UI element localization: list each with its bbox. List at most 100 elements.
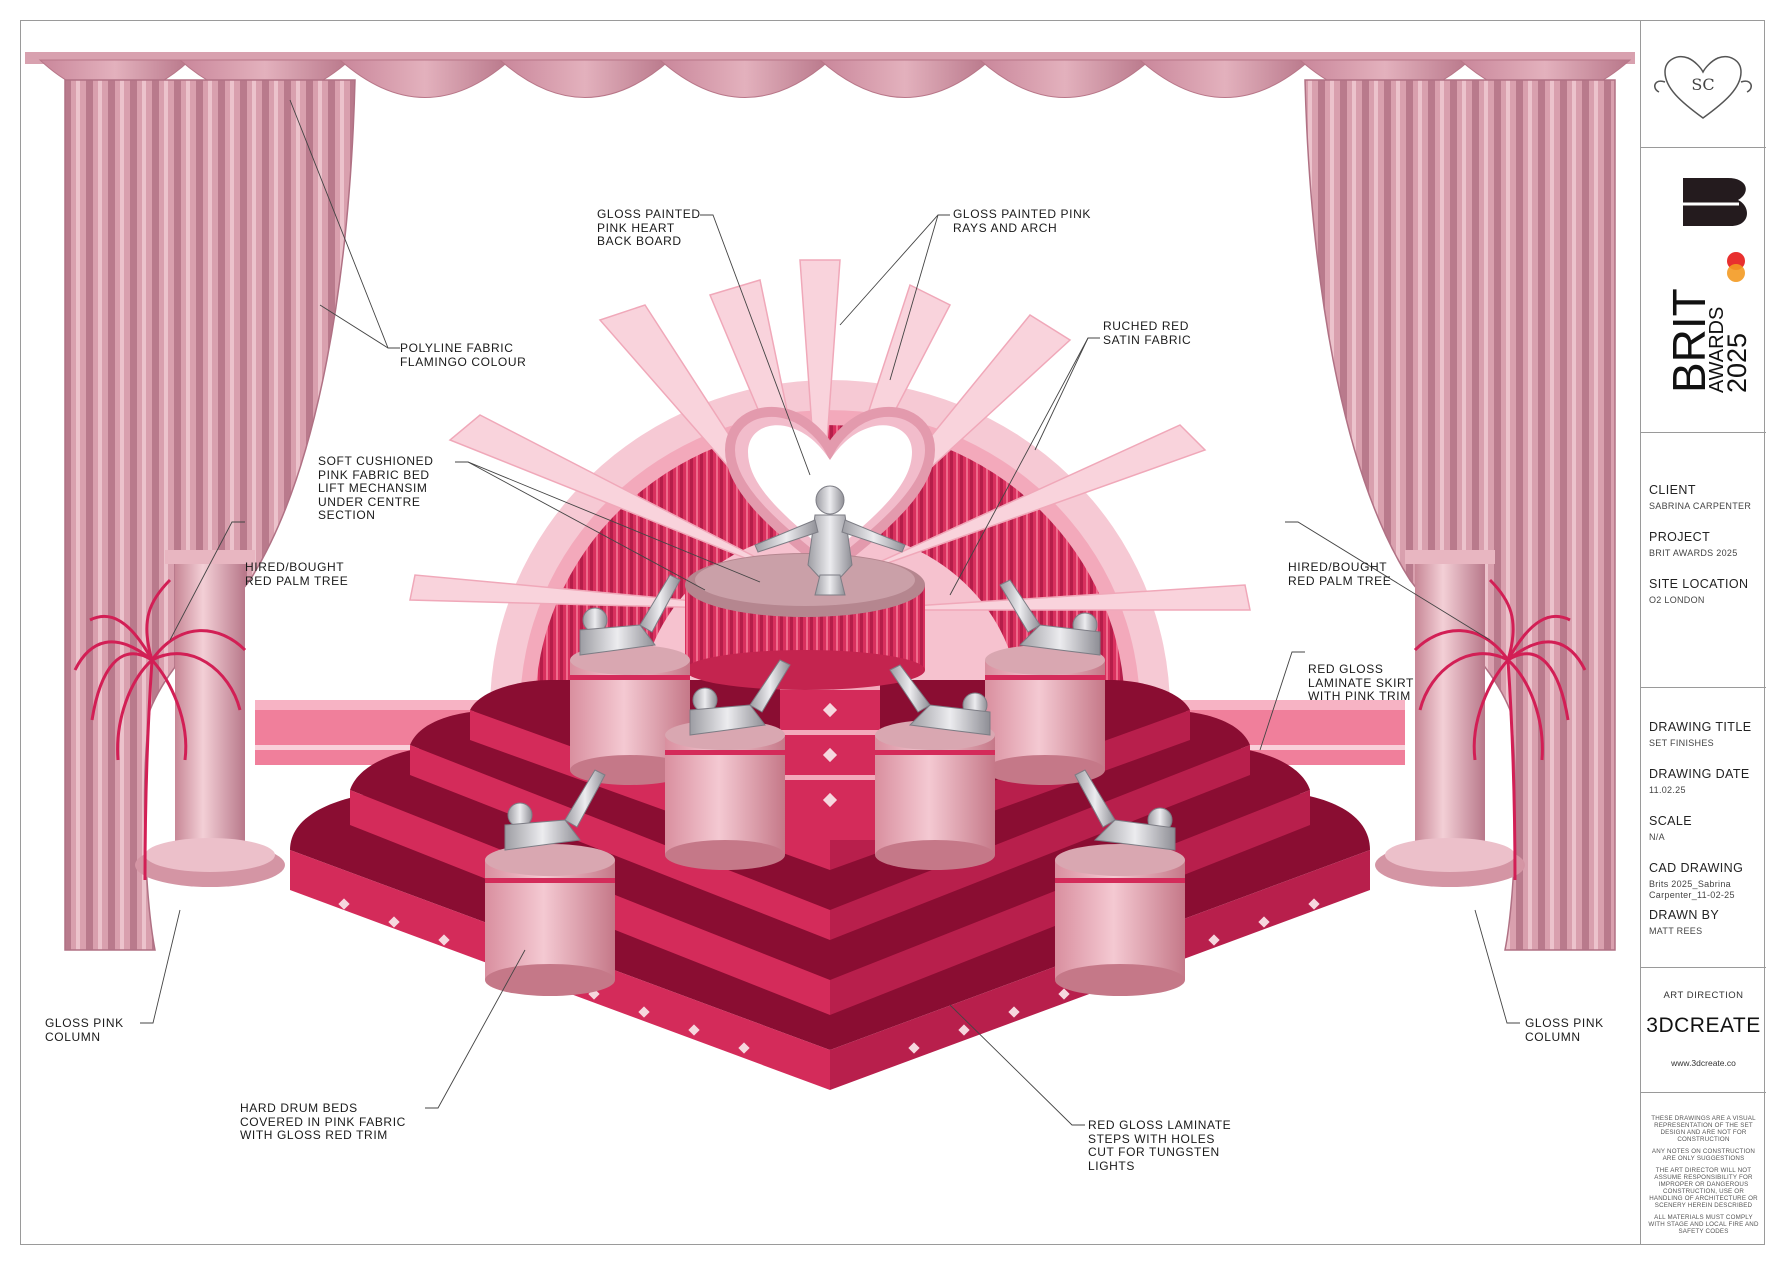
client-value: SABRINA CARPENTER: [1649, 501, 1752, 511]
note-line: LIGHTS: [1088, 1158, 1135, 1173]
drum-bed: [665, 720, 785, 870]
project-label: PROJECT: [1649, 530, 1711, 544]
drawing-date-label: DRAWING DATE: [1649, 767, 1750, 781]
note-line: WITH GLOSS RED TRIM: [240, 1128, 388, 1142]
note-line: GLOSS PAINTED PINK: [953, 207, 1091, 221]
left-column: [135, 550, 285, 887]
drawing-date-value: 11.02.25: [1649, 785, 1686, 795]
disclaimer-paragraph: THE ART DIRECTOR WILL NOT ASSUME RESPONS…: [1649, 1167, 1758, 1209]
drawing-sheet-border: [20, 20, 1765, 1245]
company-logo-text: 3DCREATE: [1646, 1014, 1761, 1037]
note-line: UNDER CENTRE: [318, 494, 421, 509]
disclaimer-paragraph: ALL MATERIALS MUST COMPLY WITH STAGE AND…: [1648, 1214, 1759, 1235]
art-direction-label: ART DIRECTION: [1663, 990, 1744, 1001]
leader-lines: [140, 99, 1520, 1126]
reclining-figure: [689, 659, 791, 736]
note-column-left: GLOSS PINK COLUMN: [45, 1016, 124, 1044]
note-palm-left: HIRED/BOUGHT RED PALM TREE: [245, 560, 349, 588]
disclaimer: THESE DRAWINGS ARE A VISUAL REPRESENTATI…: [1647, 1115, 1760, 1240]
note-line: PINK FABRIC BED: [318, 467, 430, 482]
svg-text:BRIT: BRIT: [1663, 288, 1715, 393]
right-palm-tree: [1413, 578, 1587, 881]
performer-figures: [504, 485, 1176, 851]
note-cushioned-bed: SOFT CUSHIONED PINK FABRIC BED LIFT MECH…: [318, 454, 434, 523]
reclining-figure: [579, 574, 681, 656]
cad-drawing-value-line: Carpenter_11-02-25: [1649, 890, 1735, 900]
site-location-label: SITE LOCATION: [1649, 577, 1749, 591]
brit-awards-logo: BRIT AWARDS 2025: [1663, 178, 1752, 393]
brit-logo-cell: BRIT AWARDS 2025: [1641, 148, 1766, 433]
note-skirt: RED GLOSS LAMINATE SKIRT WITH PINK TRIM: [1308, 662, 1414, 704]
drum-bed: [1055, 844, 1185, 996]
note-line: RED GLOSS: [1308, 662, 1384, 676]
title-block: SC BRIT AWARDS 2025 CLIENT SABRINA CARPE…: [1640, 20, 1766, 1245]
note-drum-beds: HARD DRUM BEDS COVERED IN PINK FABRIC WI…: [240, 1101, 406, 1143]
note-palm-right: HIRED/BOUGHT RED PALM TREE: [1288, 560, 1392, 588]
svg-text:SC: SC: [1691, 75, 1714, 94]
reclining-figure: [504, 769, 606, 851]
note-line: COLUMN: [45, 1029, 101, 1044]
note-heart-back-board: GLOSS PAINTED PINK HEART BACK BOARD: [597, 207, 701, 249]
disclaimer-paragraph: ANY NOTES ON CONSTRUCTION ARE ONLY SUGGE…: [1651, 1148, 1756, 1162]
note-line: RED PALM TREE: [1288, 573, 1392, 588]
drawn-by-label: DRAWN BY: [1649, 908, 1720, 922]
note-line: GLOSS PINK: [1525, 1016, 1604, 1030]
note-line: HARD DRUM BEDS: [240, 1101, 358, 1115]
scale-label: SCALE: [1649, 814, 1692, 828]
note-ruched-satin: RUCHED RED SATIN FABRIC: [1103, 319, 1192, 347]
note-polyline-fabric: POLYLINE FABRIC FLAMINGO COLOUR: [400, 341, 527, 369]
drawn-by-value: MATT REES: [1649, 926, 1703, 936]
drawing-title-label: DRAWING TITLE: [1649, 720, 1752, 734]
project-value: BRIT AWARDS 2025: [1649, 548, 1738, 558]
note-line: GLOSS PAINTED: [597, 207, 701, 221]
note-line: CUT FOR TUNGSTEN: [1088, 1145, 1220, 1159]
note-line: FLAMINGO COLOUR: [400, 354, 527, 369]
note-line: POLYLINE FABRIC: [400, 341, 514, 355]
note-line: SECTION: [318, 508, 376, 522]
svg-text:AWARDS: AWARDS: [1706, 307, 1728, 393]
note-line: SOFT CUSHIONED: [318, 454, 434, 468]
note-line: RAYS AND ARCH: [953, 220, 1058, 235]
set-drawing: POLYLINE FABRIC FLAMINGO COLOUR GLOSS PA…: [20, 20, 1640, 1245]
cad-drawing-label: CAD DRAWING: [1649, 861, 1744, 875]
note-line: RUCHED RED: [1103, 319, 1190, 333]
note-line: SATIN FABRIC: [1103, 332, 1192, 347]
scale-value: N/A: [1649, 832, 1665, 842]
drum-bed: [985, 645, 1105, 785]
note-line: RED PALM TREE: [245, 573, 349, 588]
note-column-right: GLOSS PINK COLUMN: [1525, 1016, 1604, 1044]
drawing-info-cell: DRAWING TITLE SET FINISHES DRAWING DATE …: [1641, 688, 1766, 968]
drawing-title-value: SET FINISHES: [1649, 738, 1714, 748]
note-line: LIFT MECHANSIM: [318, 481, 428, 495]
right-column: [1375, 550, 1525, 887]
reclining-figure: [999, 579, 1101, 656]
stage-render: [25, 52, 1635, 1126]
drum-bed: [485, 844, 615, 996]
note-line: RED GLOSS LAMINATE: [1088, 1118, 1232, 1132]
svg-text:2025: 2025: [1722, 333, 1752, 393]
note-rays-arch: GLOSS PAINTED PINK RAYS AND ARCH: [953, 207, 1091, 235]
note-steps: RED GLOSS LAMINATE STEPS WITH HOLES CUT …: [1088, 1118, 1232, 1173]
note-line: HIRED/BOUGHT: [245, 560, 345, 574]
reclining-figure: [889, 664, 991, 736]
note-line: COLUMN: [1525, 1029, 1581, 1044]
drum-bed: [875, 720, 995, 870]
project-info-cell: CLIENT SABRINA CARPENTER PROJECT BRIT AW…: [1641, 433, 1766, 688]
cad-drawing-value-line: Brits 2025_Sabrina: [1649, 879, 1731, 889]
left-palm-tree: [73, 578, 247, 881]
disclaimer-paragraph: THESE DRAWINGS ARE A VISUAL REPRESENTATI…: [1651, 1115, 1756, 1143]
centre-cushion-bed: [685, 553, 925, 690]
client-logo-cell: SC: [1641, 20, 1766, 148]
site-location-value: O2 LONDON: [1649, 595, 1705, 605]
company-website: www.3dcreate.co: [1671, 1058, 1736, 1068]
note-line: STEPS WITH HOLES: [1088, 1131, 1215, 1146]
client-label: CLIENT: [1649, 483, 1696, 497]
standing-figure-centre: [754, 485, 906, 596]
reclining-figure: [1074, 769, 1176, 851]
note-line: BACK BOARD: [597, 234, 682, 248]
note-line: HIRED/BOUGHT: [1288, 560, 1388, 574]
sc-heart-logo-icon: SC: [1654, 56, 1752, 119]
note-line: WITH PINK TRIM: [1308, 689, 1411, 703]
art-direction-cell: ART DIRECTION 3DCREATE www.3dcreate.co: [1641, 968, 1766, 1093]
note-line: LAMINATE SKIRT: [1308, 675, 1414, 690]
